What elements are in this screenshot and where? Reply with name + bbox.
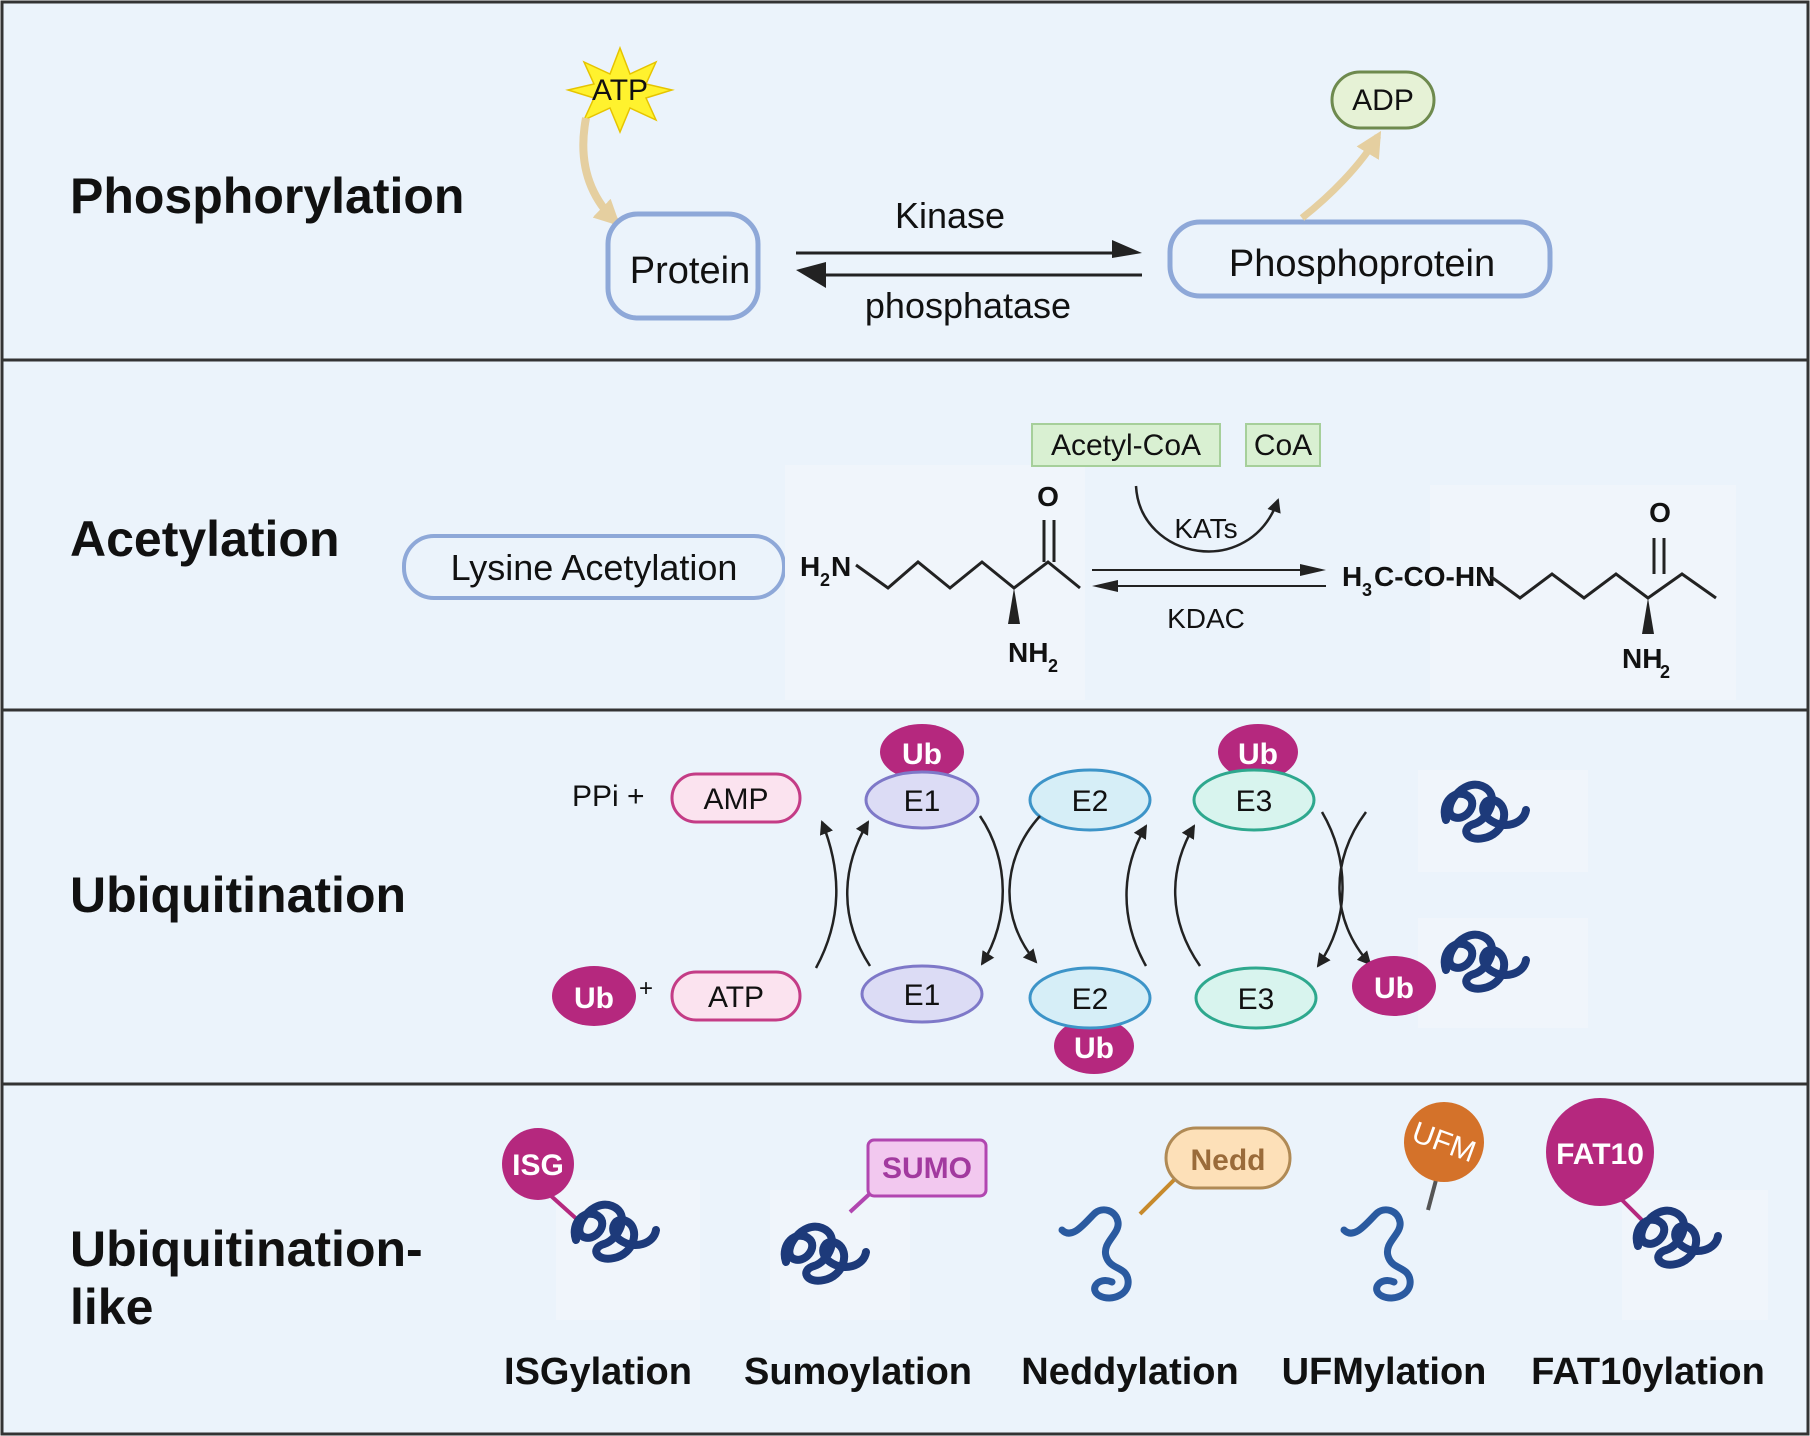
atp-label: ATP <box>592 74 648 107</box>
acetyl-coa-badge <box>1031 423 1221 467</box>
kats-curve-arrow <box>1134 485 1281 553</box>
kdac-reverse-arrow <box>1092 580 1118 592</box>
nedd-tag <box>1164 1126 1292 1190</box>
ubl-title-line1: Ubiquitination- <box>70 1221 423 1277</box>
nedd-tag-label: Nedd <box>1191 1144 1266 1177</box>
cycle-arrows <box>814 811 1372 969</box>
e3-bottom <box>1194 966 1318 1030</box>
kdac-label: KDAC <box>1167 603 1245 634</box>
e3-bottom-label: E3 <box>1238 983 1275 1016</box>
atp-badge <box>670 970 802 1022</box>
ufm-tag <box>1404 1102 1484 1182</box>
protein-label: Protein <box>630 250 750 292</box>
kats-label: KATs <box>1174 513 1237 544</box>
acetyllysine-nh-sub: 2 <box>1660 662 1670 682</box>
lysine-nh: NH <box>1008 637 1048 668</box>
e1-bottom-label: E1 <box>904 979 941 1012</box>
lysine-structure-bg <box>785 465 1085 700</box>
ub-substrate-label: Ub <box>1374 972 1414 1005</box>
e2-bottom-label: E2 <box>1072 983 1109 1016</box>
kat-forward-arrow <box>1300 564 1326 576</box>
acetyllysine-structure: H 3 C-CO-HN O NH 2 <box>1342 497 1717 682</box>
ufmylation-label: UFMylation <box>1282 1351 1487 1393</box>
atp-arrow <box>579 117 621 227</box>
e1-top <box>864 770 980 830</box>
coa-badge <box>1245 423 1321 467</box>
ub-on-substrate <box>1352 956 1436 1016</box>
coa-label: CoA <box>1254 429 1312 462</box>
acetyllysine-nh: NH <box>1622 643 1662 674</box>
h2n-n: N <box>831 551 851 582</box>
e1-bottom <box>860 964 984 1024</box>
phosphoprotein-label: Phosphoprotein <box>1229 243 1495 285</box>
sumo-tag-label: SUMO <box>882 1152 972 1185</box>
acetylation-title: Acetylation <box>70 511 340 567</box>
protein-box <box>605 211 761 321</box>
panel-phosphorylation <box>0 0 1810 362</box>
amp-badge <box>670 772 802 824</box>
h2n-h: H <box>800 551 820 582</box>
ub-e1-label: Ub <box>902 738 942 771</box>
ub-e3-label: Ub <box>1238 738 1278 771</box>
ub-on-e3 <box>1218 724 1298 780</box>
e3-top <box>1192 768 1316 832</box>
ub-circle-free <box>552 966 636 1026</box>
atp-ub-label: ATP <box>708 981 764 1014</box>
acetyl-h: H <box>1342 561 1362 592</box>
ub-on-e2 <box>1054 1018 1134 1074</box>
adp-label: ADP <box>1352 84 1414 117</box>
ub-on-e1 <box>880 724 964 780</box>
adp-badge <box>1330 70 1436 130</box>
fat10-tag <box>1546 1098 1654 1206</box>
fat10-tag-label: FAT10 <box>1556 1138 1644 1171</box>
acetyl-rest: C-CO-HN <box>1374 561 1495 592</box>
ub-free-label: Ub <box>574 982 614 1015</box>
kinase-arrow <box>1112 240 1142 258</box>
ppi-label: PPi + <box>572 780 645 813</box>
e2-top-label: E2 <box>1072 785 1109 818</box>
acetyl-coa-label: Acetyl-CoA <box>1051 429 1201 462</box>
h2n-sub: 2 <box>820 570 830 590</box>
e2-top <box>1028 768 1152 832</box>
adp-arrow <box>1299 130 1382 221</box>
ub-plus: + <box>639 975 653 1002</box>
sumo-tag <box>866 1138 988 1198</box>
atp-star-icon: ATP <box>565 45 675 134</box>
lysine-oxygen: O <box>1037 481 1059 512</box>
ubiquitination-title: Ubiquitination <box>70 867 406 923</box>
acetyllysine-oxygen: O <box>1649 497 1671 528</box>
e2-bottom <box>1028 966 1152 1030</box>
ubl-title-line2: like <box>70 1279 153 1335</box>
lysine-acetylation-label: Lysine Acetylation <box>451 547 738 588</box>
isg-tag <box>502 1128 574 1200</box>
sumoylation-label: Sumoylation <box>744 1351 972 1393</box>
ub-e2-label: Ub <box>1074 1032 1114 1065</box>
phosphatase-arrow <box>796 262 826 288</box>
kinase-label: Kinase <box>895 195 1005 236</box>
phosphoprotein-box <box>1167 219 1553 299</box>
lysine-acetylation-box <box>402 534 786 600</box>
isg-tag-label: ISG <box>512 1149 564 1182</box>
acetyllysine-structure-bg <box>1430 485 1736 700</box>
fat10ylation-label: FAT10ylation <box>1531 1351 1765 1393</box>
amp-label: AMP <box>703 783 768 816</box>
phosphorylation-title: Phosphorylation <box>70 168 464 224</box>
phosphatase-label: phosphatase <box>865 285 1071 326</box>
e3-top-label: E3 <box>1236 785 1273 818</box>
e1-top-label: E1 <box>904 785 941 818</box>
isgylation-label: ISGylation <box>504 1351 692 1393</box>
lysine-structure: H 2 N O NH 2 <box>800 481 1081 676</box>
neddylation-label: Neddylation <box>1021 1351 1238 1393</box>
lysine-nh-sub: 2 <box>1048 656 1058 676</box>
acetyl-sub: 3 <box>1362 580 1372 600</box>
